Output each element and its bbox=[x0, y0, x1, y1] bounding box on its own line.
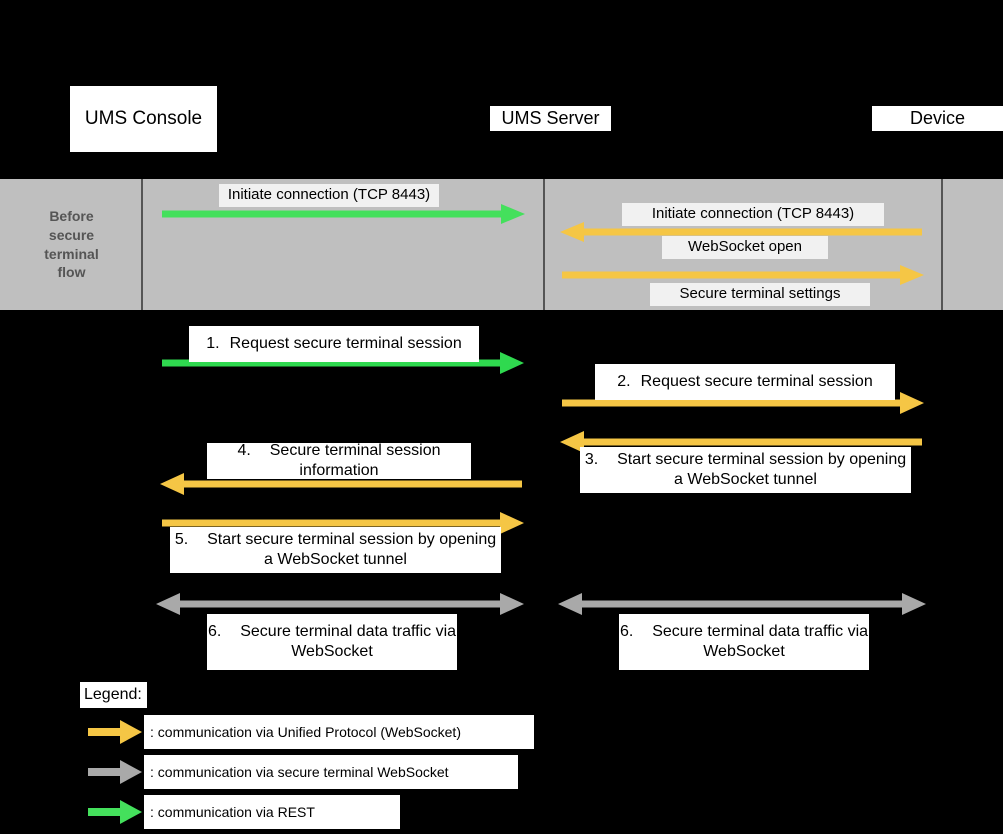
step-4-text: Secure terminal session information bbox=[269, 442, 441, 479]
step-6-left-text: Secure terminal data traffic via WebSock… bbox=[240, 623, 457, 660]
phase-label-line-1: Before bbox=[49, 207, 94, 224]
legend-title: Legend: bbox=[80, 682, 147, 708]
arrow-step-1 bbox=[160, 352, 524, 374]
legend-label-rest: : communication via REST bbox=[144, 795, 400, 829]
step-3-text: Start secure terminal session by opening… bbox=[617, 451, 907, 488]
actor-device: Device bbox=[872, 106, 1003, 131]
legend-arrow-unified-icon bbox=[86, 715, 142, 749]
arrow-step-4 bbox=[160, 473, 524, 495]
step-5-number: 5. bbox=[174, 531, 189, 548]
message-label-pre-initiate-console: Initiate connection (TCP 8443) bbox=[219, 184, 439, 207]
actor-ums-console: UMS Console bbox=[70, 86, 217, 152]
message-label-step-2: 2. Request secure terminal session bbox=[595, 364, 895, 400]
phase-band-label-cell bbox=[0, 179, 143, 310]
arrow-secure-terminal-settings bbox=[560, 264, 924, 286]
step-6-right-text: Secure terminal data traffic via WebSock… bbox=[652, 623, 869, 660]
actor-ums-server: UMS Server bbox=[490, 106, 611, 131]
legend-entry-rest: : communication via REST bbox=[86, 795, 446, 829]
step-2-number: 2. bbox=[617, 373, 631, 390]
legend-arrow-secure-ws-icon bbox=[86, 755, 142, 789]
legend-arrow-rest-icon bbox=[86, 795, 142, 829]
phase-label-line-3: terminal bbox=[44, 245, 99, 262]
phase-band-label: Before secure terminal flow bbox=[0, 179, 143, 310]
message-label-secure-terminal-settings: Secure terminal settings bbox=[650, 283, 870, 306]
step-4-number: 4. bbox=[237, 442, 251, 459]
arrow-step-6-console-server bbox=[156, 593, 524, 615]
step-2-text: Request secure terminal session bbox=[640, 373, 873, 390]
message-label-websocket-open: WebSocket open bbox=[662, 236, 828, 259]
phase-label-line-4: flow bbox=[57, 264, 86, 281]
legend-entry-unified: : communication via Unified Protocol (We… bbox=[86, 715, 534, 749]
legend-entry-secure-ws: : communication via secure terminal WebS… bbox=[86, 755, 518, 789]
arrow-step-5 bbox=[160, 512, 524, 534]
phase-band-server-device-cell bbox=[545, 179, 943, 310]
message-label-step-5: 5. Start secure terminal session by open… bbox=[170, 527, 501, 573]
step-3-number: 3. bbox=[584, 451, 599, 468]
phase-label-line-2: secure bbox=[48, 226, 95, 243]
message-label-step-6-console-server: 6. Secure terminal data traffic via WebS… bbox=[207, 614, 457, 670]
step-5-text: Start secure terminal session by opening… bbox=[207, 531, 497, 568]
message-label-step-1: 1. Request secure terminal session bbox=[189, 326, 479, 362]
step-1-number: 1. bbox=[206, 335, 220, 352]
arrow-initiate-connection-console bbox=[160, 203, 525, 225]
message-label-step-4: 4. Secure terminal session information bbox=[207, 442, 471, 479]
arrow-step-3 bbox=[560, 431, 924, 453]
arrow-step-2 bbox=[560, 392, 924, 414]
step-6-right-number: 6. bbox=[619, 623, 634, 640]
legend-label-unified: : communication via Unified Protocol (We… bbox=[144, 715, 534, 749]
phase-band-device-cell bbox=[943, 179, 1003, 310]
phase-band-console-server-cell bbox=[143, 179, 545, 310]
message-label-step-3: 3. Start secure terminal session by open… bbox=[580, 447, 911, 493]
message-label-pre-initiate-device: Initiate connection (TCP 8443) bbox=[622, 203, 884, 226]
legend-label-secure-ws: : communication via secure terminal WebS… bbox=[144, 755, 518, 789]
step-6-left-number: 6. bbox=[207, 623, 222, 640]
arrow-step-6-server-device bbox=[558, 593, 926, 615]
step-1-text: Request secure terminal session bbox=[229, 335, 462, 352]
arrow-initiate-connection-device bbox=[560, 221, 924, 243]
message-label-step-6-server-device: 6. Secure terminal data traffic via WebS… bbox=[619, 614, 869, 670]
